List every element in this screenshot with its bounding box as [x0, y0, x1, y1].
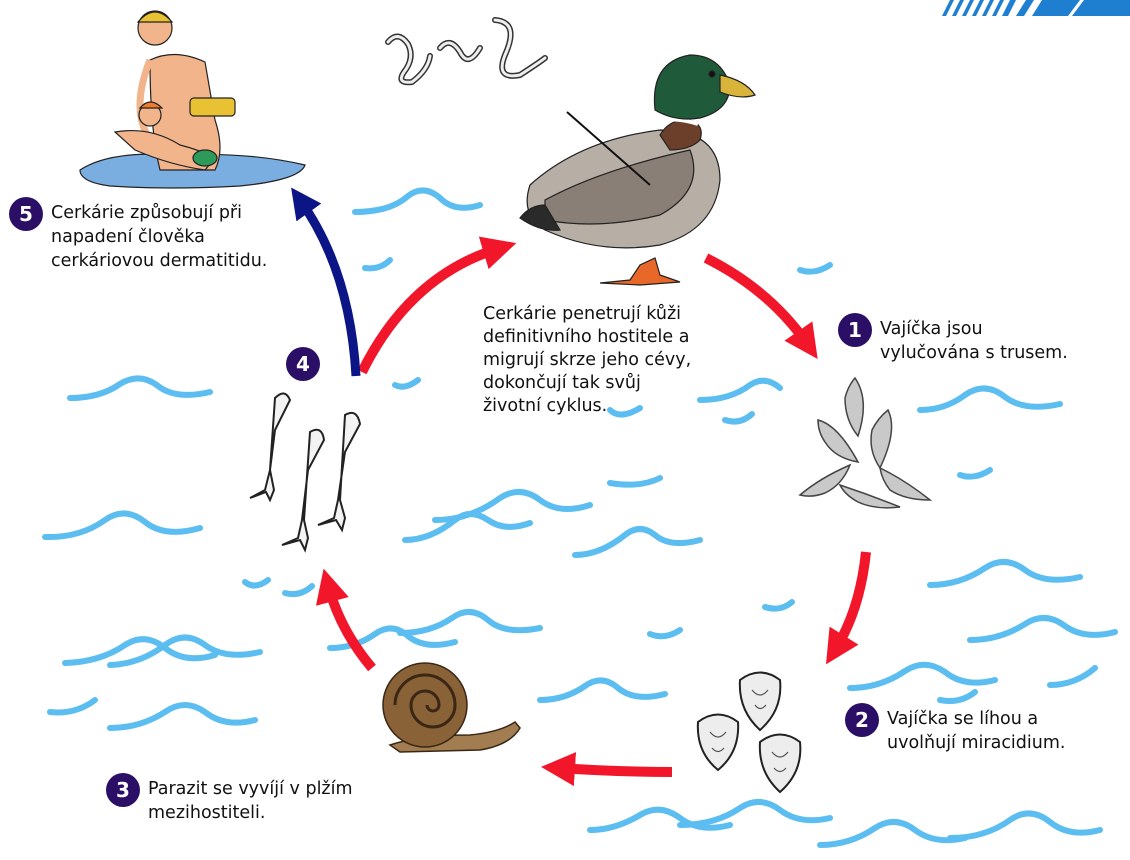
step-5-line-3: cerkáriovou dermatitidu.	[51, 249, 267, 273]
center-note-line-5: životní cyklus.	[483, 395, 691, 418]
step-2-line-1: Vajíčka se líhou a	[887, 707, 1065, 731]
step-1-text: Vajíčka jsou vylučována s trusem.	[880, 317, 1068, 365]
cercariae-illustration	[250, 393, 360, 550]
center-note-line-2: definitivního hostitele a	[483, 326, 691, 349]
step-2-badge: 2	[845, 703, 879, 737]
step-5-line-1: Cerkárie způsobují při	[51, 201, 267, 225]
center-note-line-3: migrují skrze jeho cévy,	[483, 349, 691, 372]
step-5-line-2: napadení člověka	[51, 225, 267, 249]
snail-illustration	[383, 663, 520, 752]
step-2-text: Vajíčka se líhou a uvolňují miracidium.	[887, 707, 1065, 755]
step-5-text: Cerkárie způsobují při napadení člověka …	[51, 201, 267, 273]
step-1-line-1: Vajíčka jsou	[880, 317, 1068, 341]
step-4-badge: 4	[286, 347, 320, 381]
center-note-line-4: dokončují tak svůj	[483, 372, 691, 395]
center-note-line-1: Cerkárie penetrují kůži	[483, 303, 691, 326]
step-1-line-2: vylučována s trusem.	[880, 341, 1068, 365]
step-2-line-2: uvolňují miracidium.	[887, 731, 1065, 755]
arrow-miracidia-to-snail	[558, 768, 672, 772]
step-1: 1 Vajíčka jsou vylučována s trusem.	[838, 313, 1068, 365]
step-4: 4	[286, 347, 320, 381]
swimmers-illustration	[80, 11, 305, 188]
worms-highlight	[388, 20, 545, 82]
step-3: 3 Parazit se vyvíjí v plžím mezihostitel…	[106, 773, 353, 825]
arrow-snail-to-cercariae	[328, 585, 372, 668]
duck-illustration	[520, 55, 755, 285]
corner-stripes	[938, 0, 1130, 16]
eggs-illustration	[800, 378, 930, 508]
arrow-eggs-to-miracidia	[835, 552, 866, 650]
step-5-badge: 5	[9, 197, 43, 231]
step-3-badge: 3	[106, 773, 140, 807]
center-note: Cerkárie penetrují kůži definitivního ho…	[483, 303, 691, 418]
step-3-line-2: mezihostiteli.	[148, 801, 353, 825]
step-3-line-1: Parazit se vyvíjí v plžím	[148, 777, 353, 801]
arrow-duck-to-eggs	[706, 258, 808, 345]
step-3-text: Parazit se vyvíjí v plžím mezihostiteli.	[148, 777, 353, 825]
step-5: 5 Cerkárie způsobují při napadení člověk…	[9, 197, 267, 273]
step-1-badge: 1	[838, 313, 872, 347]
step-2: 2 Vajíčka se líhou a uvolňují miracidium…	[845, 703, 1065, 755]
miracidia-illustration	[698, 673, 801, 793]
